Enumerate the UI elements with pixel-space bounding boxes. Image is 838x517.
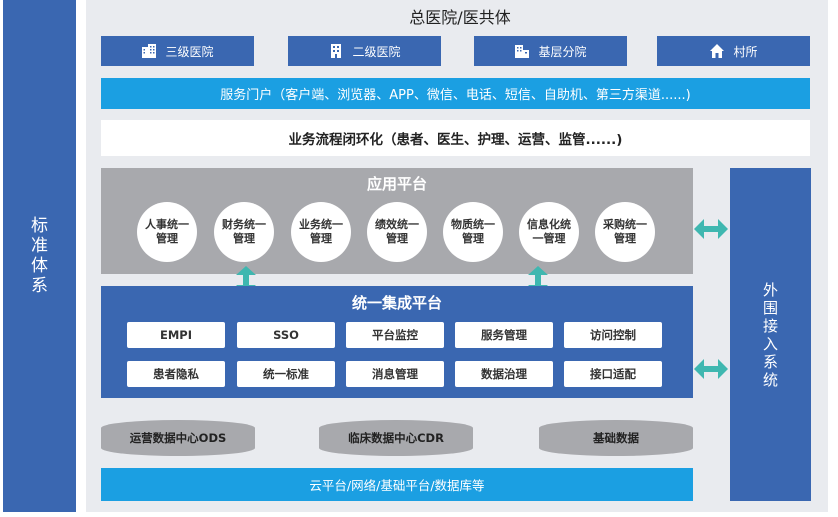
integration-module: SSO xyxy=(237,322,335,348)
integration-module: 服务管理 xyxy=(455,322,553,348)
app-module: 信息化统一管理 xyxy=(519,202,579,262)
data-center-ods: 运营数据中心ODS xyxy=(101,420,255,456)
external-access-label: 外围接入系统 xyxy=(762,280,778,389)
tier-label: 基层分院 xyxy=(538,44,587,59)
integration-module: 统一标准 xyxy=(237,361,335,387)
app-module: 财务统一管理 xyxy=(214,202,274,262)
data-center-cdr: 临床数据中心CDR xyxy=(319,420,473,456)
business-process-bar: 业务流程闭环化（患者、医生、护理、运营、监管......) xyxy=(101,120,810,156)
tier-label: 村所 xyxy=(733,44,758,59)
integration-module: 患者隐私 xyxy=(127,361,225,387)
integration-module: 接口适配 xyxy=(564,361,662,387)
tier-branch-hospital: 基层分院 xyxy=(474,36,627,66)
standard-system-label: 标准体系 xyxy=(31,216,48,296)
service-portal-bar: 服务门户（客户端、浏览器、APP、微信、电话、短信、自助机、第三方渠道.....… xyxy=(101,78,810,109)
diagram-title: 总医院/医共体 xyxy=(409,8,511,27)
integration-module: 消息管理 xyxy=(346,361,444,387)
tier-village-clinic: 村所 xyxy=(657,36,810,66)
app-module: 人事统一管理 xyxy=(137,202,197,262)
external-access-bar: 外围接入系统 xyxy=(730,168,811,501)
app-module: 绩效统一管理 xyxy=(367,202,427,262)
app-module: 采购统一管理 xyxy=(595,202,655,262)
application-platform: 应用平台 人事统一管理 财务统一管理 业务统一管理 绩效统一管理 物质统一管理 … xyxy=(101,168,693,274)
hospital-building-icon xyxy=(141,43,157,59)
home-icon xyxy=(709,43,725,59)
application-platform-title: 应用平台 xyxy=(366,174,427,193)
integration-module: 访问控制 xyxy=(564,322,662,348)
app-module: 物质统一管理 xyxy=(443,202,503,262)
tier-label: 三级医院 xyxy=(165,44,214,59)
data-center-basic: 基础数据 xyxy=(539,420,693,456)
integration-module: EMPI xyxy=(127,322,225,348)
cloud-platform-bar: 云平台/网络/基础平台/数据库等 xyxy=(101,468,693,501)
tier-label: 二级医院 xyxy=(352,44,401,59)
branch-building-icon xyxy=(514,43,530,59)
bidirectional-arrow-horizontal xyxy=(694,359,728,379)
integration-module: 平台监控 xyxy=(346,322,444,348)
integration-platform: 统一集成平台 EMPI SSO 平台监控 服务管理 访问控制 患者隐私 统一标准… xyxy=(101,286,693,398)
app-module: 业务统一管理 xyxy=(291,202,351,262)
standard-system-bar: 标准体系 xyxy=(3,0,76,512)
integration-module: 数据治理 xyxy=(455,361,553,387)
tier-tertiary-hospital: 三级医院 xyxy=(101,36,254,66)
integration-platform-title: 统一集成平台 xyxy=(351,293,442,312)
bidirectional-arrow-horizontal xyxy=(694,219,728,239)
tier-secondary-hospital: 二级医院 xyxy=(288,36,441,66)
office-building-icon xyxy=(328,43,344,59)
